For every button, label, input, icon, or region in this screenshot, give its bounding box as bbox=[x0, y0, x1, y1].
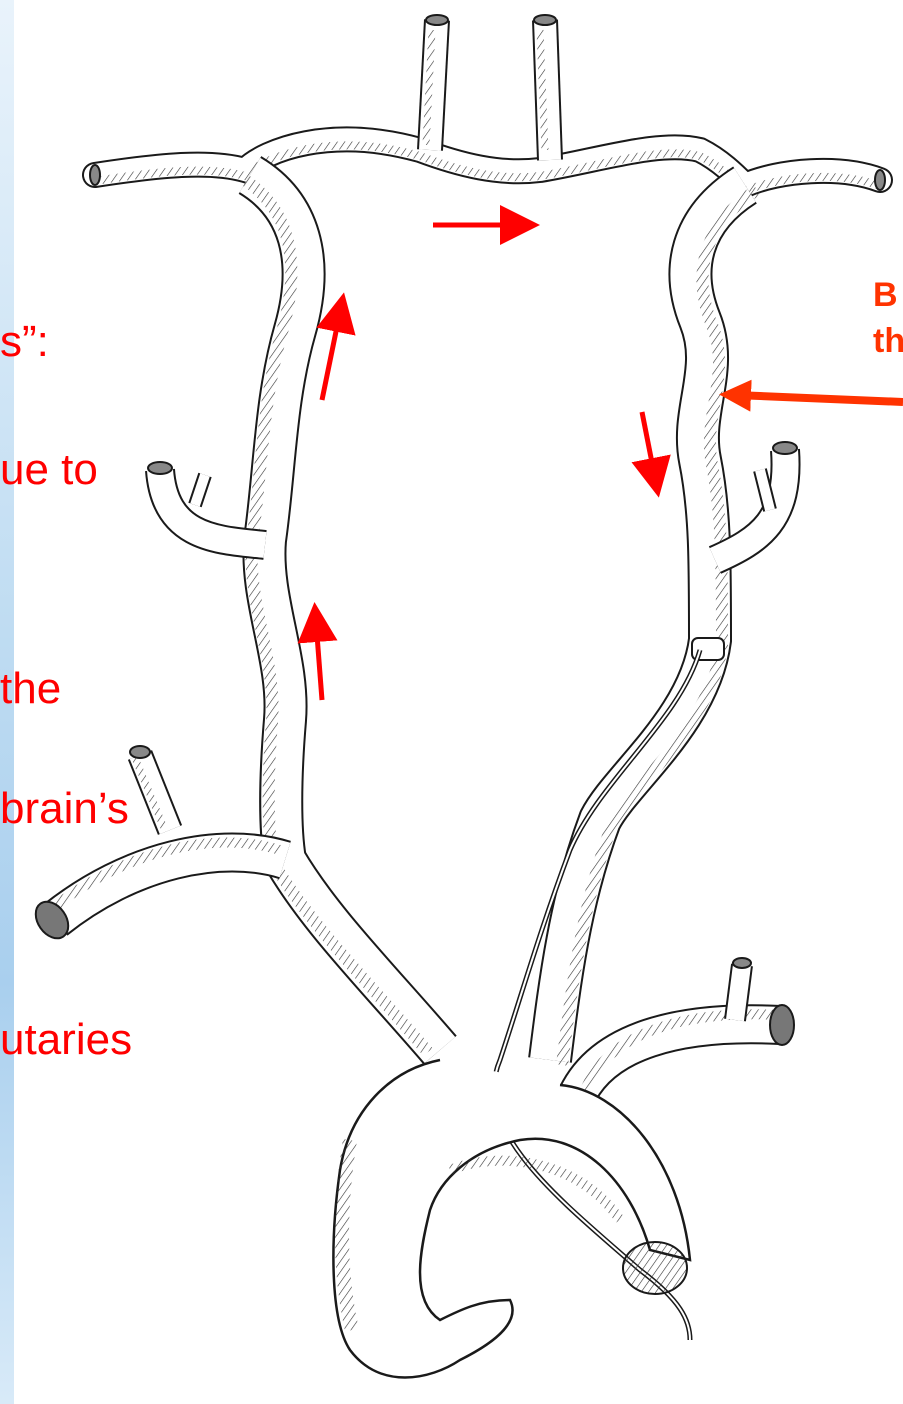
red-arrow-left-upper bbox=[322, 312, 340, 400]
left-lower-branch bbox=[29, 746, 285, 944]
red-arrow-left-lower bbox=[316, 622, 322, 700]
callout-arrow bbox=[735, 395, 903, 402]
right-lower-branch bbox=[575, 958, 794, 1100]
right-vertebral-vessel bbox=[550, 185, 757, 1065]
aortic-arch bbox=[333, 1060, 690, 1378]
top-arch-vessel bbox=[95, 140, 880, 191]
red-arrow-right-down bbox=[642, 412, 655, 478]
red-flow-arrows bbox=[316, 225, 655, 700]
left-vertebral-vessel bbox=[245, 175, 440, 1052]
